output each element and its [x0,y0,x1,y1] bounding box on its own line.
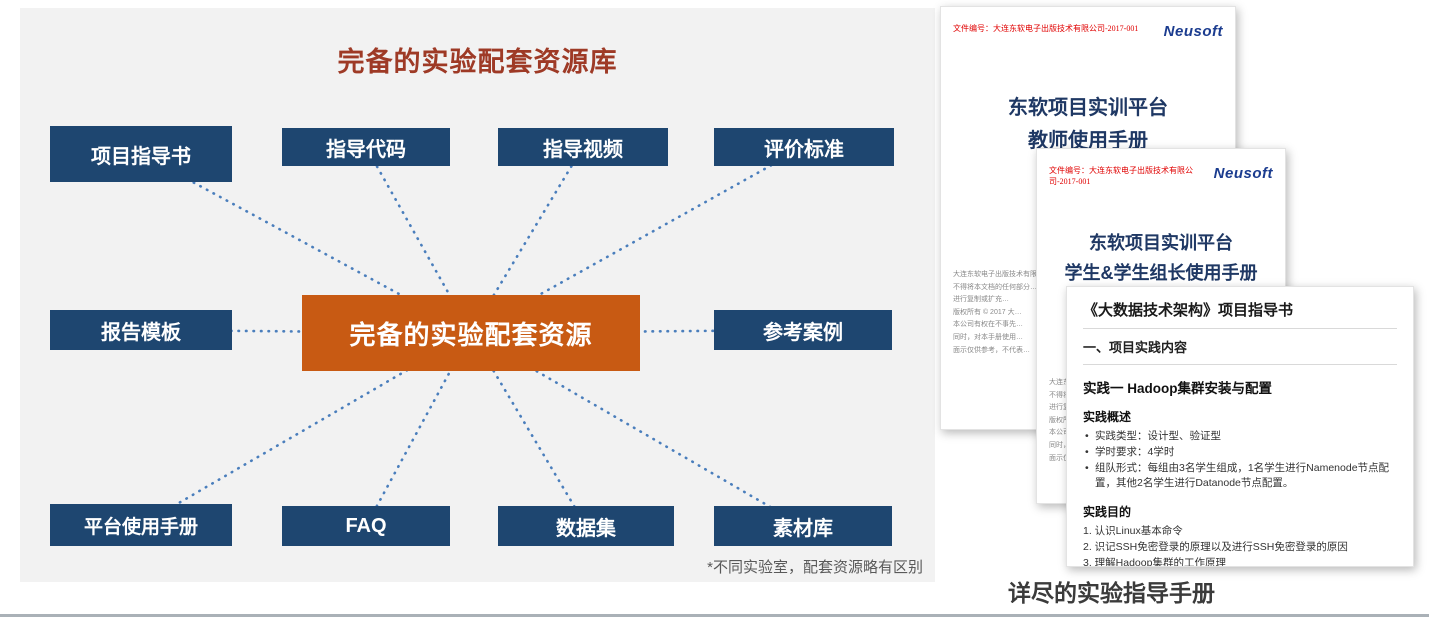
body-line: 本公司有权在不事先… [953,321,1023,329]
guidebook-section1: 一、项目实践内容 [1083,329,1397,365]
node-guide-code: 指导代码 [282,128,450,166]
overview-item: 组队形式：每组由3名学生组成，1名学生进行Namenode节点配置，其他2名学生… [1083,461,1397,493]
teacher-manual-title-line2: 教师使用手册 [1028,130,1148,152]
student-manual-title-line1: 东软项目实训平台 [1089,233,1233,253]
project-guidebook-document: 《大数据技术架构》项目指导书 一、项目实践内容 实践一 Hadoop集群安装与配… [1066,286,1414,567]
student-manual-header: 文件编号：大连东软电子出版技术有限公司-2017-001 Neusoft [1037,149,1285,187]
right-caption: 详尽的实验指导手册 [1008,580,1215,606]
guidebook-practice-title: 实践一 Hadoop集群安装与配置 [1083,381,1272,396]
body-line: 大连东软电子出版技术有限公司… [953,271,1058,278]
purpose-item: 1. 认识Linux基本命令 [1083,525,1183,537]
overview-heading: 实践概述 [1083,410,1132,424]
node-faq: FAQ [282,506,450,546]
purpose-item: 3. 理解Hadoop集群的工作原理 [1083,556,1226,567]
bottom-divider [0,614,1429,617]
teacher-manual-title-line1: 东软项目实训平台 [1008,97,1168,119]
overview-item: 学时要求：4学时 [1083,445,1397,461]
node-project-guidebook: 项目指导书 [50,126,232,182]
node-center-resources: 完备的实验配套资源 [302,295,640,371]
body-line: 进行复制或扩充… [953,296,1009,304]
node-platform-manual: 平台使用手册 [50,504,232,546]
panel-footnote: *不同实验室，配套资源略有区别 [707,559,923,576]
guidebook-content: 《大数据技术架构》项目指导书 一、项目实践内容 实践一 Hadoop集群安装与配… [1067,287,1413,567]
student-manual-title-line2: 学生&学生组长使用手册 [1064,262,1258,283]
body-line: 不得将本文档的任何部分… [953,283,1037,291]
student-manual-title: 东软项目实训平台 学生&学生组长使用手册 [1037,229,1285,288]
node-guide-video: 指导视频 [498,128,668,166]
body-line: 同时，对本手册使用… [953,333,1023,341]
file-number: 文件编号：大连东软电子出版技术有限公司-2017-001 [953,24,1139,33]
node-dataset: 数据集 [498,506,674,546]
node-report-template: 报告模板 [50,310,232,350]
resource-panel: 完备的实验配套资源库 项目指导书 指导代码 指导视频 评价标准 报告模板 完备的… [20,8,935,582]
panel-title: 完备的实验配套资源库 [337,47,618,77]
neusoft-logo: Neusoft [1163,23,1223,40]
teacher-manual-body: 大连东软电子出版技术有限公司… 不得将本文档的任何部分… 进行复制或扩充… 版权… [953,269,1103,357]
purpose-item: 2. 识记SSH免密登录的原理以及进行SSH免密登录的原因 [1083,540,1348,553]
body-line: 版权所有 © 2017 大… [953,308,1022,316]
overview-item: 实践类型：设计型、验证型 [1083,429,1397,445]
purpose-heading: 实践目的 [1083,505,1132,519]
teacher-manual-header: 文件编号：大连东软电子出版技术有限公司-2017-001 Neusoft [941,7,1235,40]
teacher-manual-title: 东软项目实训平台 教师使用手册 [941,92,1235,158]
node-material-library: 素材库 [714,506,892,546]
node-evaluation-criteria: 评价标准 [714,128,894,166]
file-number: 文件编号：大连东软电子出版技术有限公司-2017-001 [1049,166,1193,186]
node-reference-case: 参考案例 [714,310,892,350]
body-line: 面示仅供参考，不代表… [953,346,1030,354]
neusoft-logo: Neusoft [1213,165,1273,182]
guidebook-title: 《大数据技术架构》项目指导书 [1083,299,1397,329]
